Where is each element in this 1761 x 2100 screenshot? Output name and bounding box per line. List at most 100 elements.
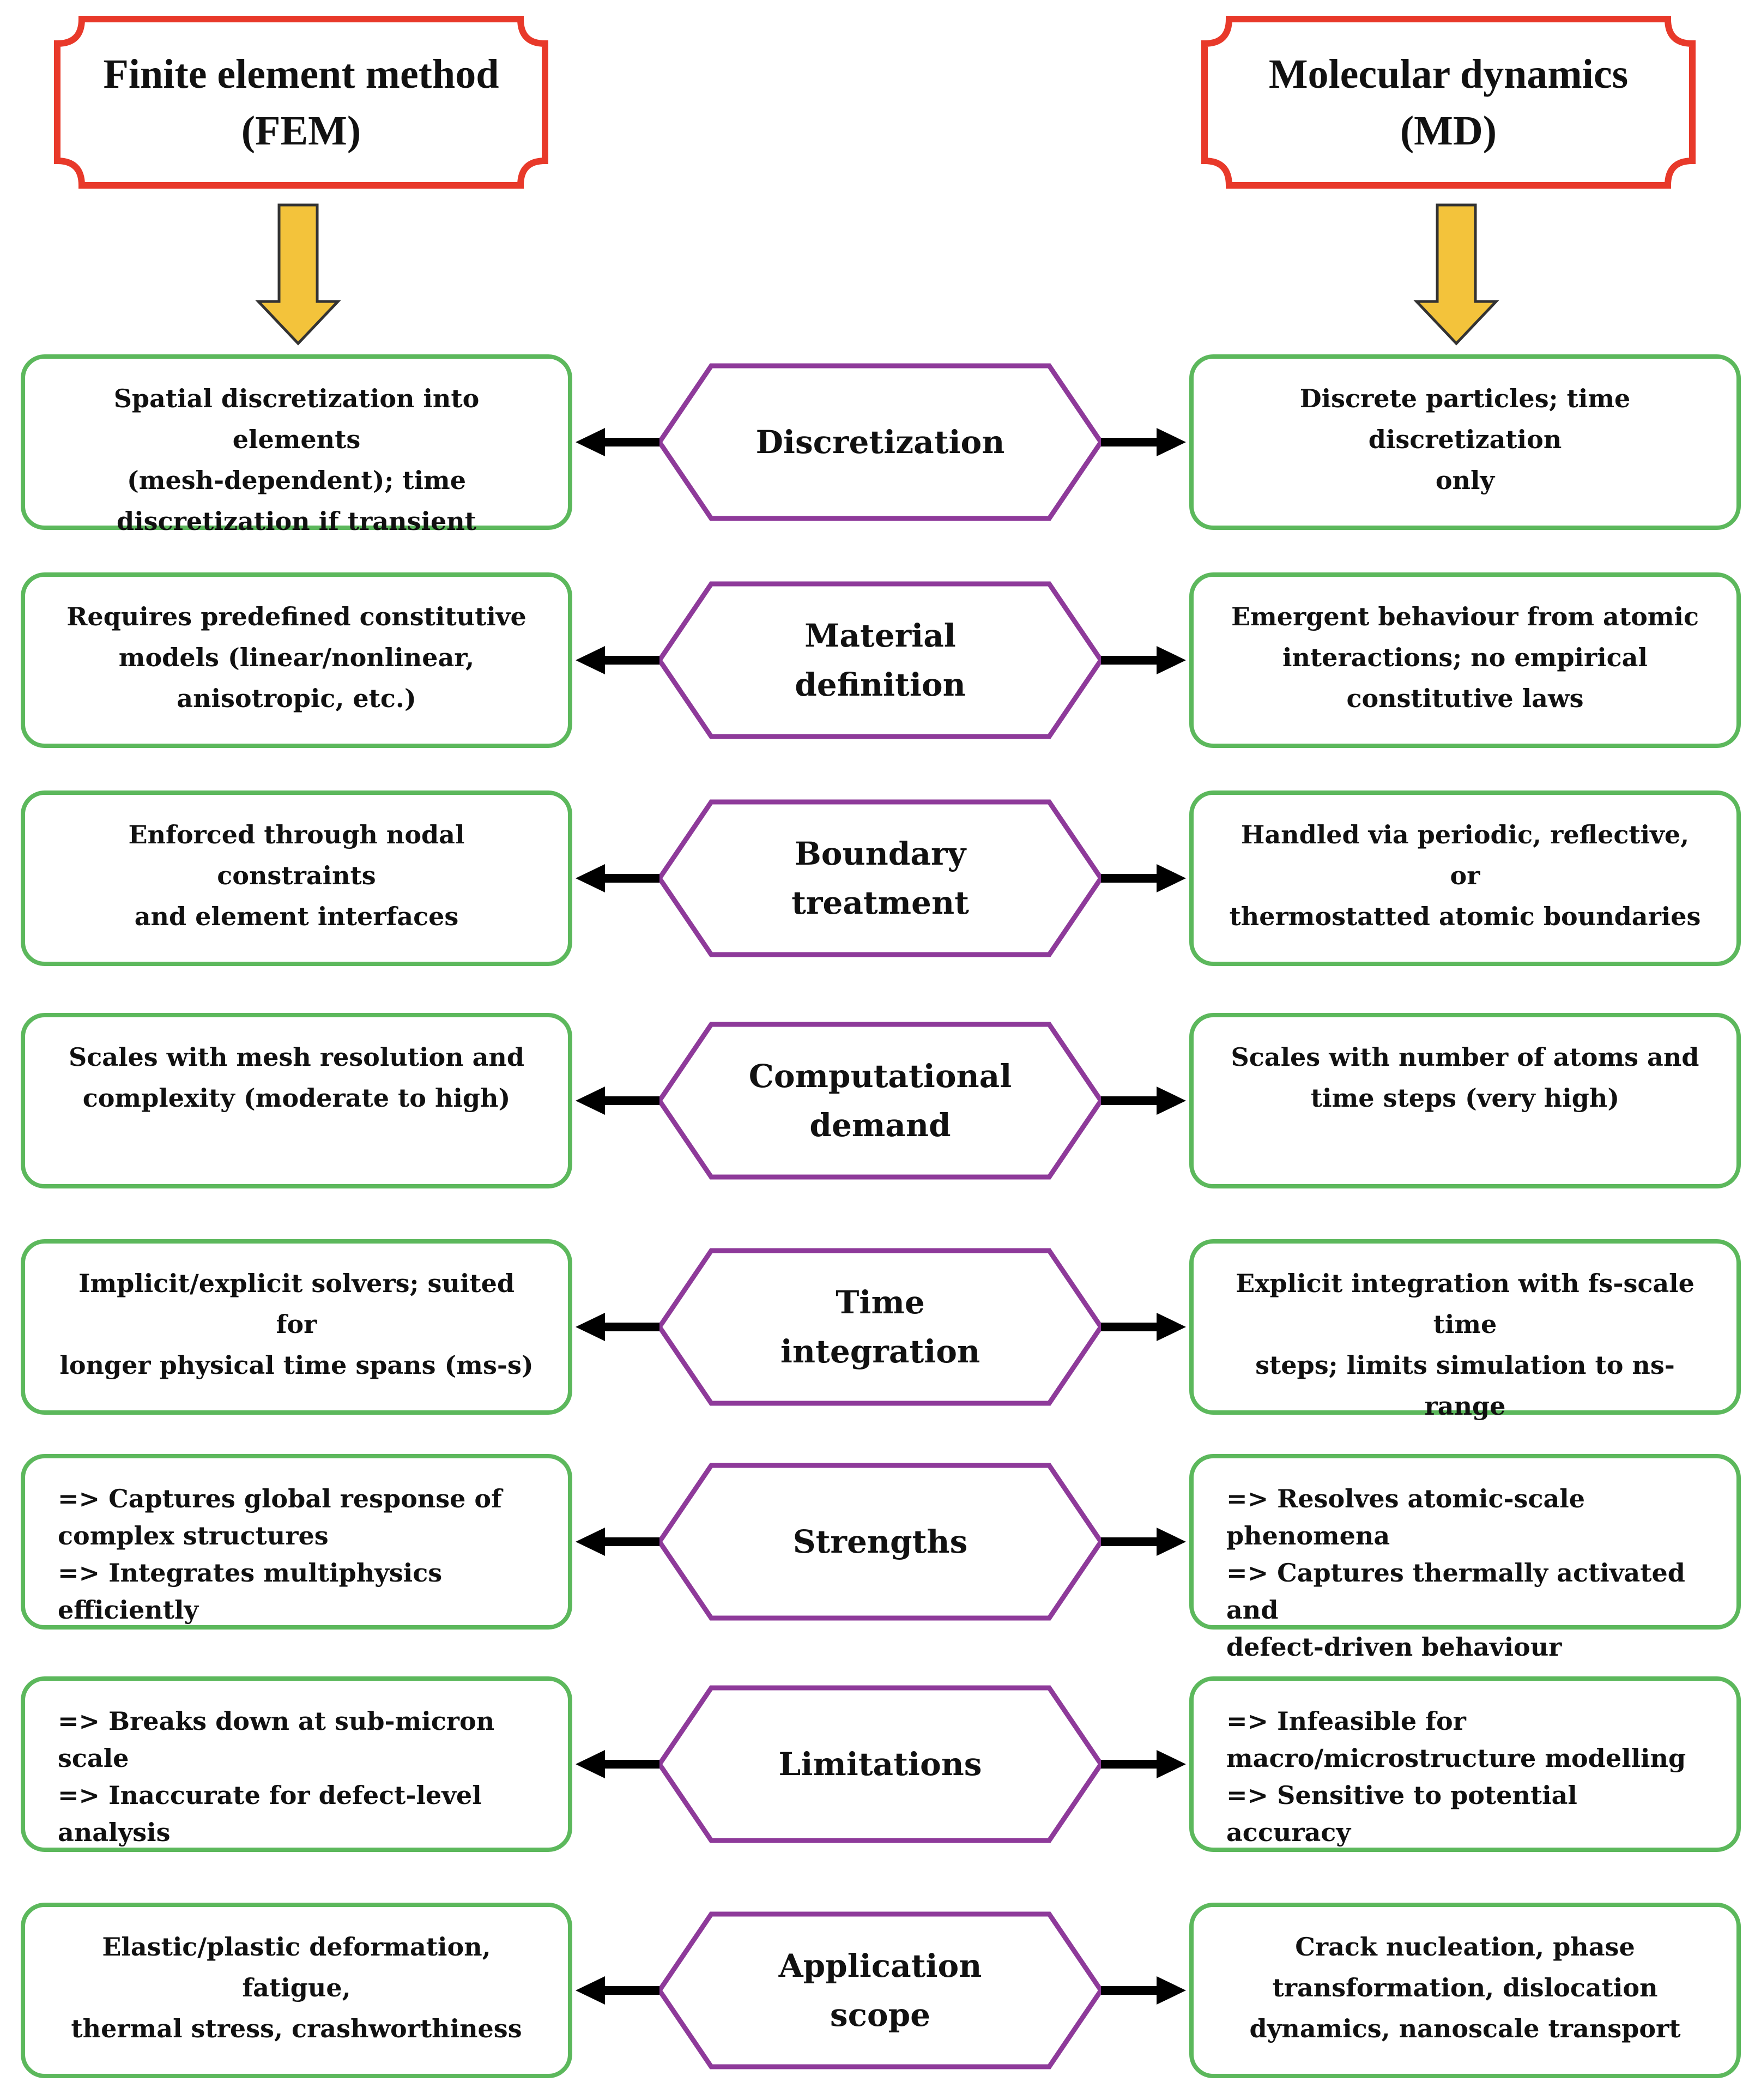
fem-description-line: anisotropic, etc.) <box>177 684 416 713</box>
fem-description-line: Enforced through nodal constraints <box>128 820 465 890</box>
md-description-box: Scales with number of atoms and time step… <box>1189 1013 1741 1188</box>
md-description-line: only <box>1435 466 1495 495</box>
right-arrow-icon <box>1101 1313 1186 1341</box>
left-arrow-icon <box>576 864 659 892</box>
fem-description-box: Spatial discretization into elements(mes… <box>21 354 572 536</box>
fem-description-line: Requires predefined constitutive <box>66 602 527 631</box>
category-label: Time integration <box>657 1251 1104 1403</box>
fem-description-box: Requires predefined constitutive models (… <box>21 572 572 748</box>
md-description-line: time steps (very high) <box>1310 1083 1620 1113</box>
fem-description-line: => Integrates multiphysics efficiently <box>58 1558 443 1625</box>
right-arrow-icon <box>1101 1087 1186 1115</box>
category-label-line: Computational <box>748 1058 1012 1095</box>
category-label: Application scope <box>657 1914 1104 2067</box>
md-down-arrow-icon <box>1413 203 1499 346</box>
fem-description-line: analysis <box>58 1818 171 1847</box>
fem-description-line: Scales with mesh resolution and <box>68 1042 525 1072</box>
md-header: Molecular dynamics (MD) <box>1205 19 1692 185</box>
md-description-line: defect-driven behaviour <box>1226 1632 1562 1662</box>
md-description-line: Crack nucleation, phase <box>1295 1932 1635 1962</box>
left-arrow-icon <box>576 1750 659 1778</box>
category-label: Computational demand <box>657 1024 1104 1177</box>
left-arrow-icon <box>576 1313 659 1341</box>
fem-description-line: Spatial discretization into elements <box>113 384 480 454</box>
category-label-line: Time <box>836 1284 925 1321</box>
md-description-line: macro/microstructure modelling <box>1226 1743 1686 1773</box>
md-description-line: => Sensitive to potential accuracy <box>1226 1781 1577 1847</box>
category-label: Limitations <box>657 1688 1104 1840</box>
category-label-line: treatment <box>791 884 969 921</box>
fem-description-line: models (linear/nonlinear, <box>118 643 475 672</box>
fem-description-box: => Captures global response of complex st… <box>21 1454 572 1630</box>
fem-header: Finite element method (FEM) <box>57 19 545 185</box>
category-label-line: Strengths <box>792 1523 968 1560</box>
md-description-line: thermostatted atomic boundaries <box>1229 902 1701 931</box>
category-label-line: Discretization <box>755 424 1005 461</box>
category-label-line: scope <box>830 1996 931 2033</box>
fem-description-line: => Inaccurate for defect-level <box>58 1781 482 1810</box>
md-description-line: => Resolves atomic-scale phenomena <box>1226 1484 1585 1550</box>
category-label-line: integration <box>780 1333 981 1370</box>
md-description-line: Scales with number of atoms and <box>1231 1042 1699 1072</box>
md-description-line: => Captures thermally activated and <box>1226 1558 1685 1625</box>
left-arrow-icon <box>576 1528 659 1556</box>
fem-description-line: complex structures <box>58 1521 329 1550</box>
fem-header-title: Finite element method <box>103 51 499 97</box>
right-arrow-icon <box>1101 428 1186 456</box>
fem-description-line: => Captures global response of <box>58 1484 502 1513</box>
row-shapes <box>576 363 1186 2069</box>
fem-down-arrow-icon <box>255 203 341 346</box>
md-description-box: Handled via periodic, reflective, or ther… <box>1189 790 1741 966</box>
fem-description-line: thermal stress, crashworthiness <box>71 2014 522 2043</box>
category-label: Strengths <box>657 1465 1104 1618</box>
md-description-line: transformation, dislocation <box>1272 1973 1658 2002</box>
md-description-box: Crack nucleation, phase transformation, d… <box>1189 1903 1741 2078</box>
md-description-box: => Resolves atomic-scale phenomena => Cap… <box>1189 1454 1741 1662</box>
fem-description-line: Elastic/plastic deformation, fatigue, <box>102 1932 491 2002</box>
md-header-frame <box>1201 16 1696 189</box>
fem-description-line: and element interfaces <box>134 902 459 931</box>
fem-description-box: Scales with mesh resolution and complexit… <box>21 1013 572 1188</box>
md-description-box: Discrete particles; time discretization o… <box>1189 354 1741 530</box>
left-arrow-icon <box>576 1976 659 2005</box>
fem-description-line: => Breaks down at sub-micron scale <box>58 1706 495 1773</box>
left-arrow-icon <box>576 646 659 674</box>
md-description-line: dynamics, nanoscale transport <box>1249 2014 1681 2043</box>
category-label-line: demand <box>809 1107 951 1144</box>
category-label-line: Material <box>804 617 956 654</box>
right-arrow-icon <box>1101 1750 1186 1778</box>
md-header-abbr: (MD) <box>1400 107 1497 154</box>
right-arrow-icon <box>1101 646 1186 674</box>
category-label: Boundary treatment <box>657 802 1104 955</box>
category-label: Material definition <box>657 584 1104 737</box>
left-arrow-icon <box>576 428 659 456</box>
fem-header-abbr: (FEM) <box>241 107 361 154</box>
right-arrow-icon <box>1101 1976 1186 2005</box>
md-header-title: Molecular dynamics <box>1268 51 1629 97</box>
category-label-line: Boundary <box>794 835 966 872</box>
right-arrow-icon <box>1101 864 1186 892</box>
fem-description-line: complexity (moderate to high) <box>82 1083 511 1113</box>
md-description-line: Explicit integration with fs-scale time <box>1236 1269 1695 1339</box>
left-arrow-icon <box>576 1087 659 1115</box>
category-label: Discretization <box>657 366 1104 518</box>
category-label-line: definition <box>795 666 966 703</box>
category-label-line: Application <box>778 1947 982 1984</box>
fem-description-line: longer physical time spans (ms-s) <box>59 1350 534 1380</box>
md-description-line: constitutive laws <box>1346 684 1584 713</box>
md-description-line: steps; limits simulation to ns-range <box>1255 1350 1675 1421</box>
md-description-line: Discrete particles; time discretization <box>1299 384 1631 454</box>
right-arrow-icon <box>1101 1528 1186 1556</box>
md-description-box: Explicit integration with fs-scale time s… <box>1189 1239 1741 1421</box>
md-description-line: Handled via periodic, reflective, or <box>1240 820 1690 890</box>
fem-description-box: => Breaks down at sub-micron scale => Ina… <box>21 1676 572 1852</box>
md-description-line: interactions; no empirical <box>1282 643 1648 672</box>
fem-description-box: Elastic/plastic deformation, fatigue, the… <box>21 1903 572 2078</box>
category-label-line: Limitations <box>778 1746 982 1783</box>
fem-description-box: Enforced through nodal constraints and el… <box>21 790 572 966</box>
